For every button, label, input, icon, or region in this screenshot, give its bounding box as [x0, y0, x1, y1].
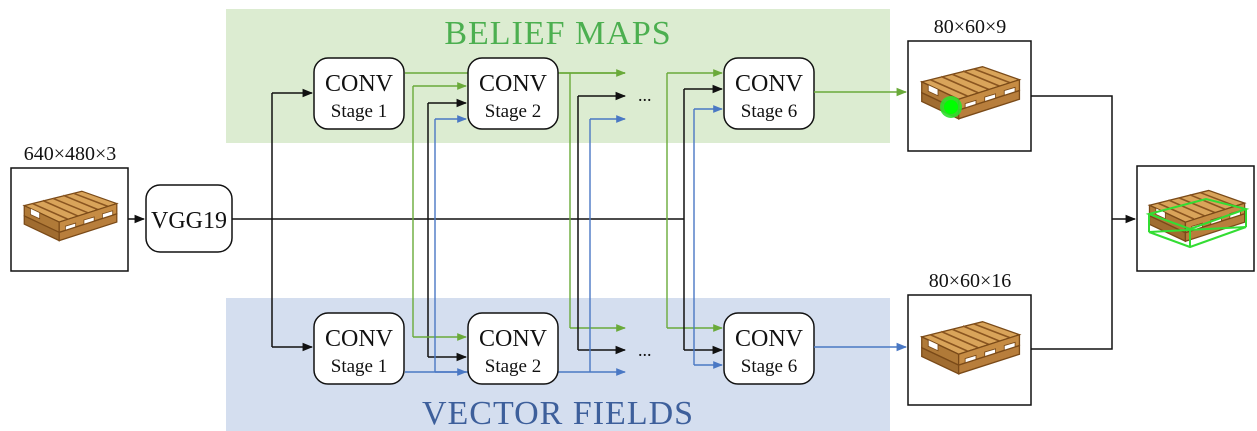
- conv-stage-label: Stage 1: [331, 356, 387, 377]
- conv-stage-label: Stage 6: [741, 101, 797, 122]
- conv-stage-label: Stage 6: [741, 356, 797, 377]
- vector-conv-stage-2: CONV Stage 2: [467, 312, 559, 385]
- belief-conv-stage-2: CONV Stage 2: [467, 57, 559, 130]
- ellipsis-top: ...: [638, 85, 652, 105]
- pallet-bbox-icon: [1145, 189, 1250, 249]
- conv-title: CONV: [325, 326, 394, 352]
- vector-conv-stage-1: CONV Stage 1: [313, 312, 405, 385]
- input-dims-label: 640×480×3: [24, 143, 117, 165]
- conv-stage-label: Stage 2: [485, 356, 541, 377]
- conv-title: CONV: [479, 71, 548, 97]
- conv-title: CONV: [325, 71, 394, 97]
- vgg19-label: VGG19: [151, 208, 227, 234]
- belief-conv-stage-1: CONV Stage 1: [313, 57, 405, 130]
- belief-conv-stage-6: CONV Stage 6: [723, 57, 815, 130]
- conv-title: CONV: [735, 71, 804, 97]
- vector-fields-title: VECTOR FIELDS: [422, 395, 694, 431]
- vector-conv-stage-6: CONV Stage 6: [723, 312, 815, 385]
- conv-title: CONV: [479, 326, 548, 352]
- conv-title: CONV: [735, 326, 804, 352]
- ellipsis-bottom: ...: [638, 340, 652, 360]
- pallet-heatmap-icon: [920, 65, 1021, 120]
- belief-output-dims: 80×60×9: [934, 16, 1007, 38]
- vector-output-dims: 80×60×16: [929, 270, 1012, 292]
- conv-stage-label: Stage 1: [331, 101, 387, 122]
- belief-maps-title: BELIEF MAPS: [444, 15, 671, 52]
- conv-stage-label: Stage 2: [485, 101, 541, 122]
